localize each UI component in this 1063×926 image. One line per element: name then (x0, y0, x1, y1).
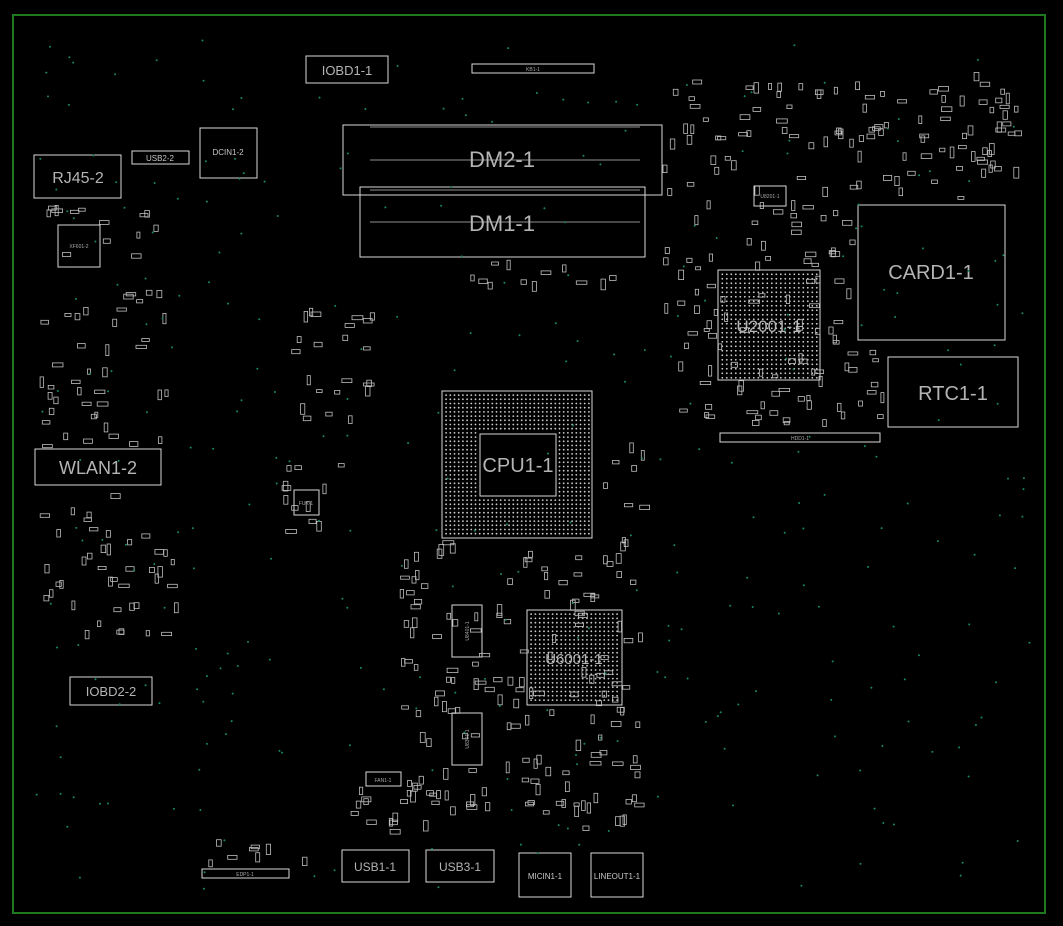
rtc1-label: RTC1-1 (918, 383, 988, 405)
rtc1-battery[interactable]: RTC1-1 (887, 356, 1019, 428)
u6001-label: U6001-1 (545, 651, 603, 668)
kb1-label: KB1-1 (526, 67, 540, 73)
via-dots (35, 39, 1031, 890)
u2001-label: U2001-1 (736, 317, 801, 336)
iobd2-connector[interactable]: IOBD2-2 (69, 676, 153, 706)
usb3-connector[interactable]: USB3-1 (425, 849, 495, 883)
u8401-label: U8401-1 (465, 621, 471, 640)
u8301-label: U8301-1 (465, 729, 471, 748)
lineout1-jack[interactable]: LINEOUT1-1 (590, 852, 644, 898)
wlan1-label: WLAN1-2 (59, 458, 137, 478)
usb2-connector[interactable]: USB2-2 (131, 150, 190, 165)
rj45-connector[interactable]: RJ45-2 (33, 154, 122, 199)
hdd1-label: HDD1-1 (791, 436, 809, 442)
u8401-chip[interactable]: U8401-1 (451, 604, 483, 658)
wlan1-slot[interactable]: WLAN1-2 (34, 448, 162, 486)
kb1-connector[interactable]: KB1-1 (471, 63, 595, 74)
dm2-label: DM2-1 (469, 147, 535, 172)
micin1-label: MICIN1-1 (528, 872, 563, 881)
edp1-label: EDP1-1 (236, 872, 254, 878)
dcin1-connector[interactable]: DCIN1-2 (199, 127, 258, 179)
usb1-connector[interactable]: USB1-1 (341, 849, 410, 883)
iobd1-label: IOBD1-1 (322, 63, 373, 78)
dm1-memory-slot[interactable]: DM1-1 (359, 186, 646, 258)
micin1-jack[interactable]: MICIN1-1 (518, 852, 572, 898)
iobd2-label: IOBD2-2 (86, 684, 137, 699)
cpu-socket[interactable]: CPU1-1 (441, 390, 593, 539)
usb1-label: USB1-1 (354, 860, 396, 874)
usb2-label: USB2-2 (146, 154, 175, 163)
dm2-memory-slot[interactable]: DM2-1 (342, 124, 663, 196)
fan1-label: FAN1-1 (375, 778, 392, 784)
lineout1-label: LINEOUT1-1 (594, 872, 641, 881)
xf601-label: XF601-2 (69, 244, 88, 250)
hdd1-connector[interactable]: HDD1-1 (719, 432, 881, 443)
smd-components (39, 72, 1022, 868)
fan1-connector[interactable]: FAN1-1 (365, 771, 402, 787)
usb3-label: USB3-1 (439, 860, 481, 874)
rj45-label: RJ45-2 (52, 170, 104, 187)
card1-reader[interactable]: CARD1-1 (857, 204, 1006, 341)
edp1-connector[interactable]: EDP1-1 (201, 868, 290, 879)
dcin1-label: DCIN1-2 (212, 148, 244, 157)
u2001-chip[interactable]: U2001-1 (717, 269, 821, 381)
u8201-label: U8201-1 (760, 194, 779, 200)
card1-label: CARD1-1 (888, 262, 974, 284)
board-outline (12, 14, 1046, 914)
u8201-chip[interactable]: U8201-1 (753, 185, 787, 207)
iobd1-connector[interactable]: IOBD1-1 (305, 55, 389, 84)
cpu-label: CPU1-1 (482, 455, 553, 477)
u8301-chip[interactable]: U8301-1 (451, 712, 483, 766)
dm1-label: DM1-1 (469, 211, 535, 236)
xf601-transformer[interactable]: XF601-2 (57, 224, 101, 268)
